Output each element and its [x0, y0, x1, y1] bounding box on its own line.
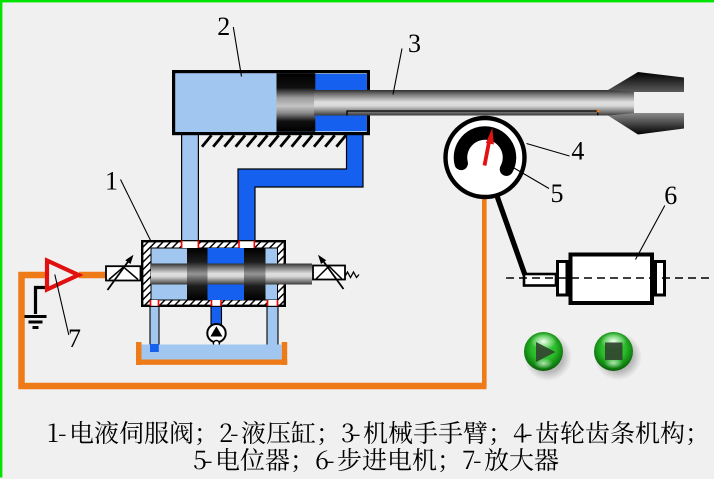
svg-text:5: 5 — [551, 179, 564, 208]
svg-text:6: 6 — [664, 181, 677, 210]
svg-text:7: 7 — [68, 324, 81, 353]
svg-text:1: 1 — [105, 167, 118, 196]
svg-text:2: 2 — [217, 12, 230, 41]
svg-text:3: 3 — [408, 29, 421, 58]
svg-text:4: 4 — [571, 137, 584, 166]
